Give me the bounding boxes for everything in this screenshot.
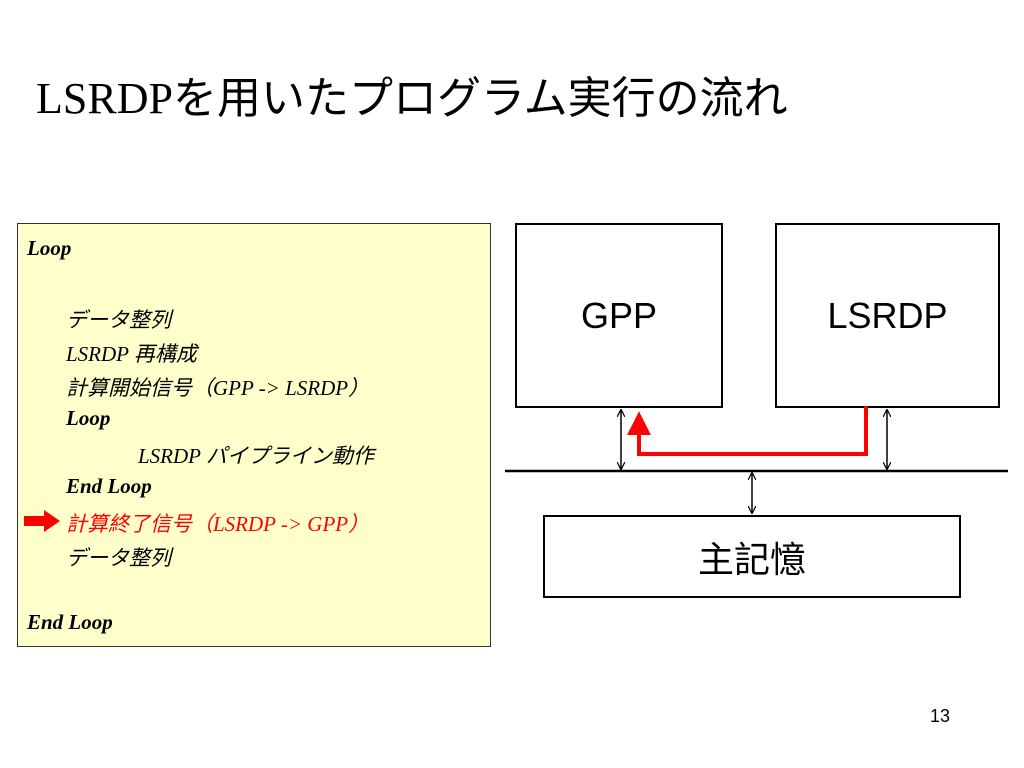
code-line-start-signal: 計算開始信号（GPP -> LSRDP） bbox=[66, 376, 370, 400]
gpp-label: GPP bbox=[580, 294, 658, 336]
memory-box: 主記憶 bbox=[543, 515, 961, 598]
current-step-arrow-icon bbox=[24, 510, 60, 532]
code-box bbox=[17, 223, 491, 647]
code-line-data-sort-2: データ整列 bbox=[66, 546, 171, 570]
code-line-reconfigure: LSRDP 再構成 bbox=[66, 342, 197, 366]
code-line-end-signal: 計算終了信号（LSRDP -> GPP） bbox=[66, 512, 370, 536]
code-line-data-sort-1: データ整列 bbox=[66, 308, 171, 332]
page-number: 13 bbox=[930, 706, 951, 726]
lsrdp-label: LSRDP bbox=[827, 294, 948, 336]
code-line-pipeline: LSRDP パイプライン動作 bbox=[138, 444, 374, 468]
code-line-loop-start: Loop bbox=[27, 236, 72, 260]
end-signal-red-arrow bbox=[627, 406, 868, 456]
code-line-loop-end: End Loop bbox=[27, 610, 113, 634]
slide-title: LSRDPを用いたプログラム実行の流れ bbox=[36, 74, 788, 123]
gpp-box: GPP bbox=[515, 223, 723, 408]
code-line-inner-loop-end: End Loop bbox=[66, 474, 152, 498]
lsrdp-box: LSRDP bbox=[775, 223, 1000, 408]
code-line-inner-loop-start: Loop bbox=[66, 406, 111, 430]
memory-label: 主記憶 bbox=[697, 538, 806, 580]
